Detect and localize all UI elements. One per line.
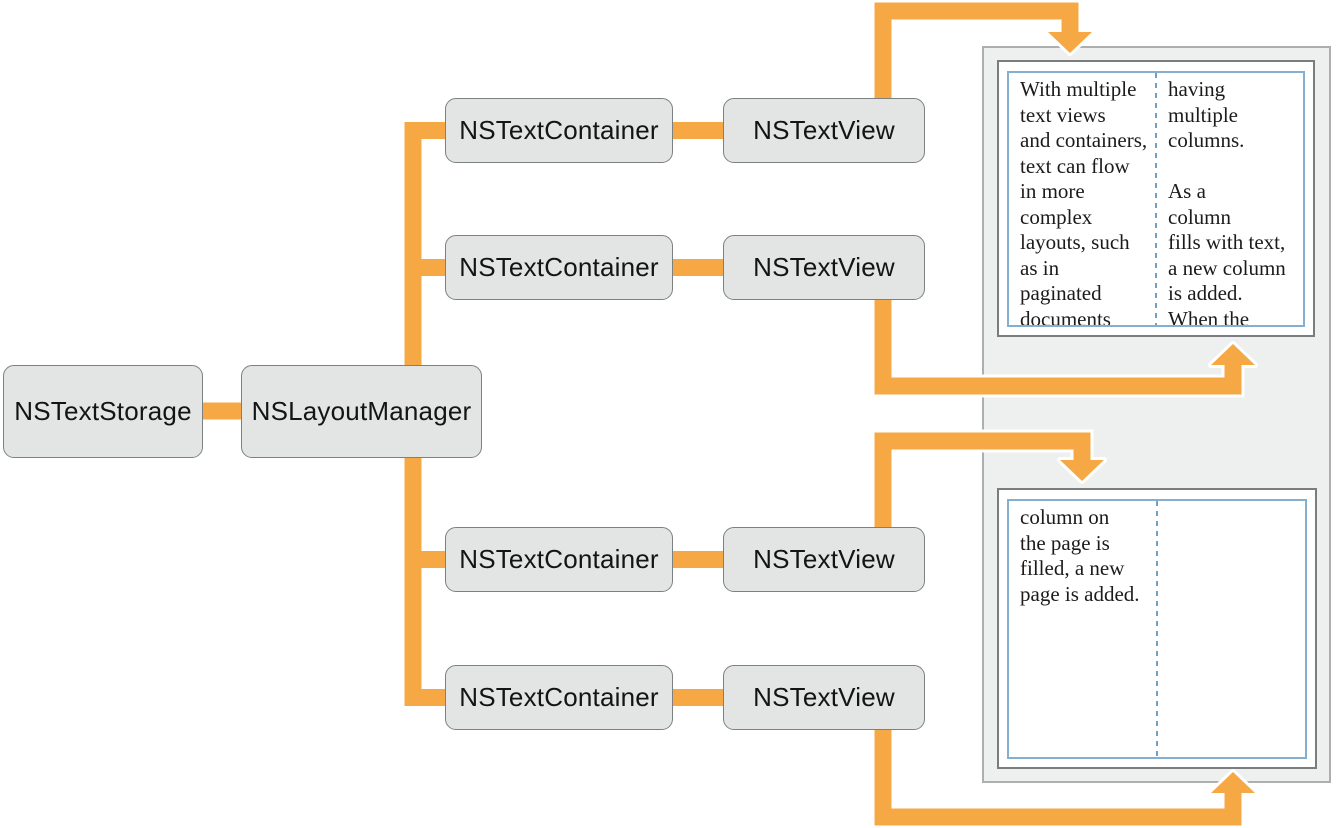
page-1-column-1: With multiple text views and containers,… (1020, 77, 1148, 325)
node-nstextstorage: NSTextStorage (3, 365, 203, 458)
node-nstextview-4: NSTextView (723, 665, 925, 730)
page-2-column-divider (1156, 501, 1158, 757)
page-1-column-2: having multiple columns. As a column fil… (1168, 77, 1286, 325)
node-nstextcontainer-3: NSTextContainer (445, 527, 673, 592)
page-2-text-area: column on the page is filled, a new page… (1007, 499, 1307, 759)
rendered-page-2: column on the page is filled, a new page… (997, 488, 1317, 769)
node-nstextview-3: NSTextView (723, 527, 925, 592)
page-2-column-1: column on the page is filled, a new page… (1020, 505, 1140, 606)
page-2-column-2 (1158, 501, 1305, 757)
node-nstextcontainer-4: NSTextContainer (445, 665, 673, 730)
node-nstextcontainer-2: NSTextContainer (445, 235, 673, 300)
node-nstextview-1: NSTextView (723, 98, 925, 163)
rendered-page-1: With multiple text views and containers,… (997, 60, 1315, 337)
node-nstextcontainer-1: NSTextContainer (445, 98, 673, 163)
page-output-panel: With multiple text views and containers,… (982, 46, 1331, 783)
node-nslayoutmanager: NSLayoutManager (241, 365, 482, 458)
page-1-text-area: With multiple text views and containers,… (1007, 71, 1305, 327)
node-nstextview-2: NSTextView (723, 235, 925, 300)
page-1-column-divider (1155, 73, 1157, 325)
